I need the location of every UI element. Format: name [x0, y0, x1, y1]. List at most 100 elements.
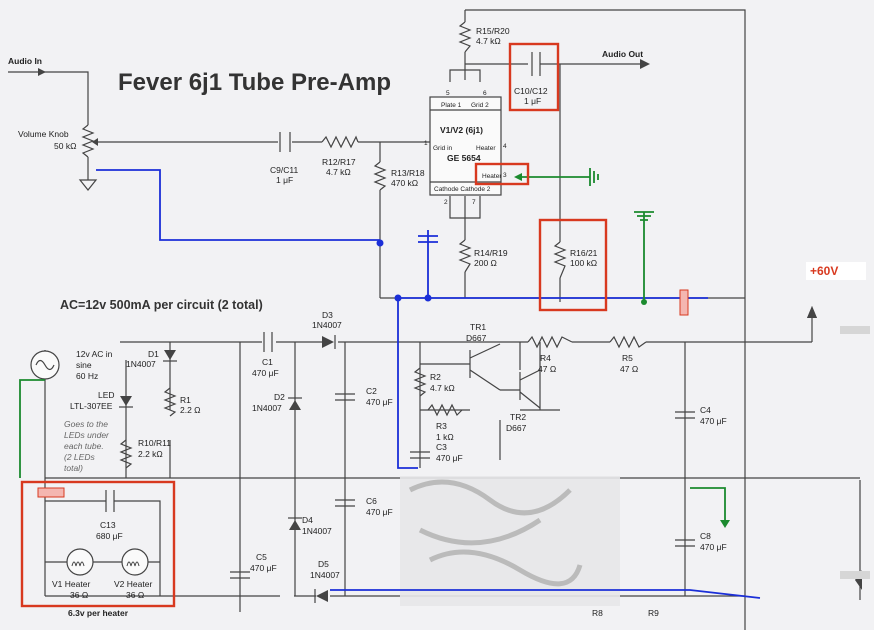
- c6-label: C6: [366, 496, 377, 506]
- tube-pin3: 3: [503, 172, 507, 179]
- led-note-2: LEDs under: [64, 430, 110, 440]
- tube-heater-a: Heater: [476, 145, 496, 152]
- c5-capacitor: [230, 571, 250, 579]
- led-label: LED: [98, 390, 115, 400]
- d4-value: 1N4007: [302, 526, 332, 536]
- c2-capacitor: [335, 393, 355, 401]
- ac-freq: 60 Hz: [76, 371, 98, 381]
- r15-resistor: [458, 21, 472, 53]
- highlight-c10: [508, 42, 560, 112]
- c3-value: 470 μF: [436, 453, 463, 463]
- r16-label: R16/21: [570, 248, 598, 258]
- r14-value: 200 Ω: [474, 258, 497, 268]
- c1-value: 470 μF: [252, 368, 279, 378]
- c6-value: 470 μF: [366, 507, 393, 517]
- green-ground-wires: [19, 168, 730, 528]
- tube-pin4: 4: [503, 143, 507, 150]
- v2-heater-label: V2 Heater: [114, 579, 152, 589]
- c1-capacitor: [263, 332, 273, 352]
- r1-resistor: [163, 387, 177, 417]
- r13-value: 470 kΩ: [391, 178, 418, 188]
- d1-value: 1N4007: [126, 359, 156, 369]
- led-note-4: (2 LEDs: [64, 452, 95, 462]
- r13-label: R13/R18: [391, 168, 425, 178]
- d4-diode: [288, 517, 302, 530]
- d3-diode: [322, 335, 336, 349]
- supply-note: AC=12v 500mA per circuit (2 total): [60, 298, 263, 312]
- tr2-label: TR2: [510, 412, 526, 422]
- tube-heater-b: Heater: [482, 173, 502, 180]
- d5-diode: [314, 589, 328, 603]
- audio-out-label: Audio Out: [602, 49, 643, 59]
- r1-value: 2.2 Ω: [180, 405, 201, 415]
- c5-value: 470 μF: [250, 563, 277, 573]
- redacted-scribble-area: [400, 326, 870, 606]
- text-labels: Fever 6j1 Tube Pre-Amp Audio In Audio Ou…: [8, 26, 866, 618]
- r4-label: R4: [540, 353, 551, 363]
- c5-label: C5: [256, 552, 267, 562]
- r10-value: 2.2 kΩ: [138, 449, 163, 459]
- r15-label: R15/R20: [476, 26, 510, 36]
- audio-in-label: Audio In: [8, 56, 42, 66]
- led-note-5: total): [64, 463, 83, 473]
- led: [119, 396, 133, 408]
- r10-label: R10/R11: [138, 438, 171, 448]
- volume-value: 50 kΩ: [54, 141, 76, 151]
- r14-label: R14/R19: [474, 248, 508, 258]
- c2-label: C2: [366, 386, 377, 396]
- c8-capacitor: [675, 539, 695, 547]
- v1-heater-label: V1 Heater: [52, 579, 90, 589]
- tr1-value: D667: [466, 333, 487, 343]
- r2-value: 4.7 kΩ: [430, 383, 455, 393]
- c10-value: 1 μF: [524, 96, 541, 106]
- r12-value: 4.7 kΩ: [326, 167, 351, 177]
- ac-label: 12v AC in: [76, 349, 113, 359]
- r16-resistor: [553, 241, 567, 279]
- c1-label: C1: [262, 357, 273, 367]
- tube-pin7: 7: [472, 199, 476, 206]
- r3-value: 1 kΩ: [436, 432, 454, 442]
- tube-plate1: Plate 1: [441, 102, 462, 109]
- tr2-transistor: [519, 369, 541, 409]
- c13-value: 680 μF: [96, 531, 123, 541]
- r5-resistor: [609, 335, 647, 349]
- r4-resistor: [527, 335, 573, 349]
- r14-resistor: [458, 239, 472, 273]
- tube-cathode: Cathode Cathode 2: [434, 186, 491, 193]
- tube-v1-v2: [429, 96, 502, 196]
- r2-label: R2: [430, 372, 441, 382]
- c4-capacitor: [675, 411, 695, 419]
- c8-label: C8: [700, 531, 711, 541]
- heater-note: 6.3v per heater: [68, 608, 129, 618]
- c10-label: C10/C12: [514, 86, 548, 96]
- fuse-mark-left: [37, 487, 65, 498]
- d3-label: D3: [322, 310, 333, 320]
- r10-resistor: [119, 439, 133, 469]
- highlight-heater-circuit: [20, 480, 176, 608]
- d5-label: D5: [318, 559, 329, 569]
- r9-label: R9: [648, 608, 659, 618]
- c10-capacitor: [531, 52, 541, 76]
- r16-value: 100 kΩ: [570, 258, 597, 268]
- fuse-mark-right: [679, 289, 689, 316]
- led-note-1: Goes to the: [64, 419, 108, 429]
- components: [30, 21, 862, 603]
- r12-label: R12/R17: [322, 157, 356, 167]
- r5-value: 47 Ω: [620, 364, 638, 374]
- d2-value: 1N4007: [252, 403, 282, 413]
- tube-pin5: 5: [446, 90, 450, 97]
- ac-wave: sine: [76, 360, 92, 370]
- r1-label: R1: [180, 395, 191, 405]
- c9-capacitor: [279, 132, 291, 152]
- v2-heater-coil: [121, 548, 149, 576]
- r4-value: 47 Ω: [538, 364, 556, 374]
- tube-pin6: 6: [483, 90, 487, 97]
- tube-grid2: Grid 2: [471, 102, 489, 109]
- led-value: LTL-307EE: [70, 401, 113, 411]
- d2-diode: [288, 397, 302, 410]
- d3-value: 1N4007: [312, 320, 342, 330]
- c8-value: 470 μF: [700, 542, 727, 552]
- plus-60v-label: +60V: [810, 264, 838, 278]
- c4-label: C4: [700, 405, 711, 415]
